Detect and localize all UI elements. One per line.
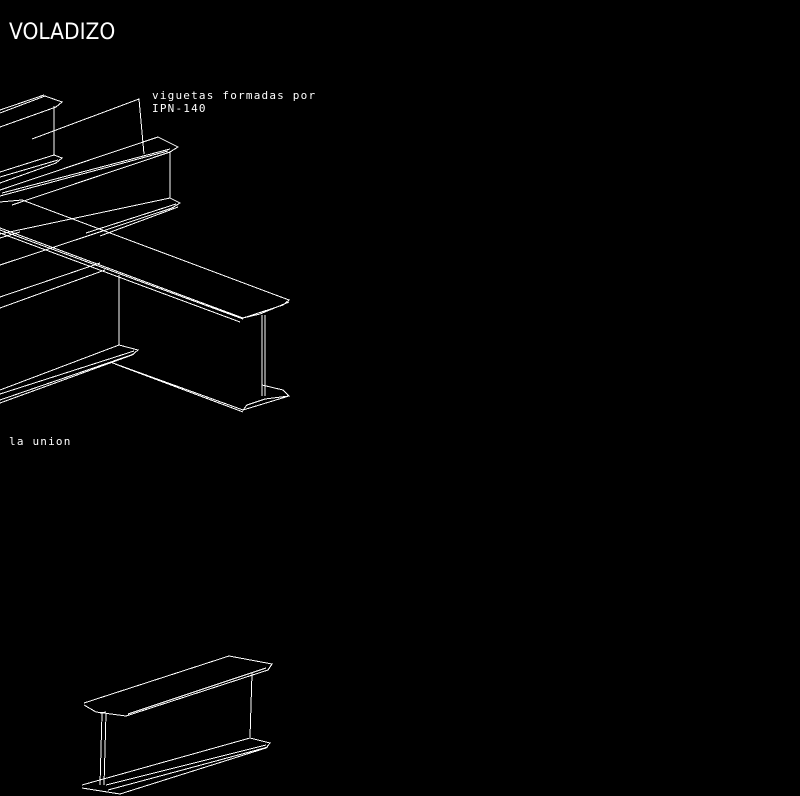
annotation-joists-line1: viguetas formadas por <box>152 89 317 102</box>
detail-ipn-beam-bottom <box>81 655 273 795</box>
joist-beam-top-left <box>0 94 63 184</box>
annotation-leader <box>31 98 145 155</box>
annotation-joists-line2: IPN-140 <box>152 102 207 115</box>
main-cantilever-beam <box>0 199 290 413</box>
joist-beam-center <box>0 136 182 266</box>
annotation-union: la union <box>9 435 72 448</box>
lower-beam-left <box>0 344 140 404</box>
drawing-title: VOLADIZO <box>9 20 116 45</box>
